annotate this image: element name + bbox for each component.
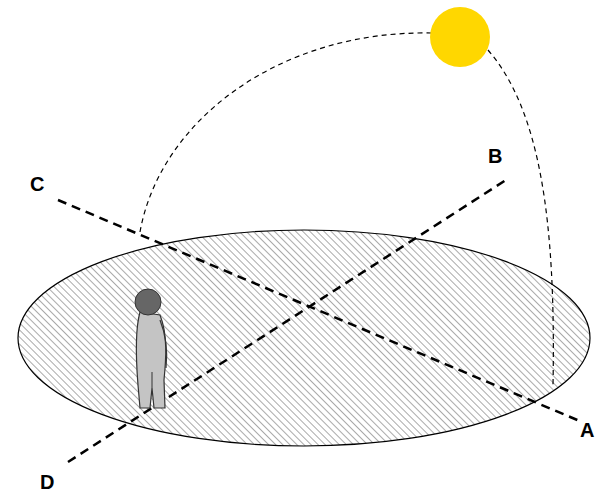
- sun-path-rising: [140, 33, 432, 232]
- ground-disc: [18, 230, 590, 446]
- axis-d-b: [68, 180, 506, 462]
- direction-letter: B: [488, 146, 502, 166]
- sun-path-setting: [488, 50, 553, 385]
- direction-letter: D: [40, 472, 54, 492]
- sun: [430, 7, 490, 67]
- person-figure: [135, 289, 167, 408]
- direction-letter: A: [580, 420, 594, 440]
- ground-fill: [18, 230, 590, 446]
- axis-c-a: [58, 200, 582, 422]
- direction-letter: C: [30, 174, 44, 194]
